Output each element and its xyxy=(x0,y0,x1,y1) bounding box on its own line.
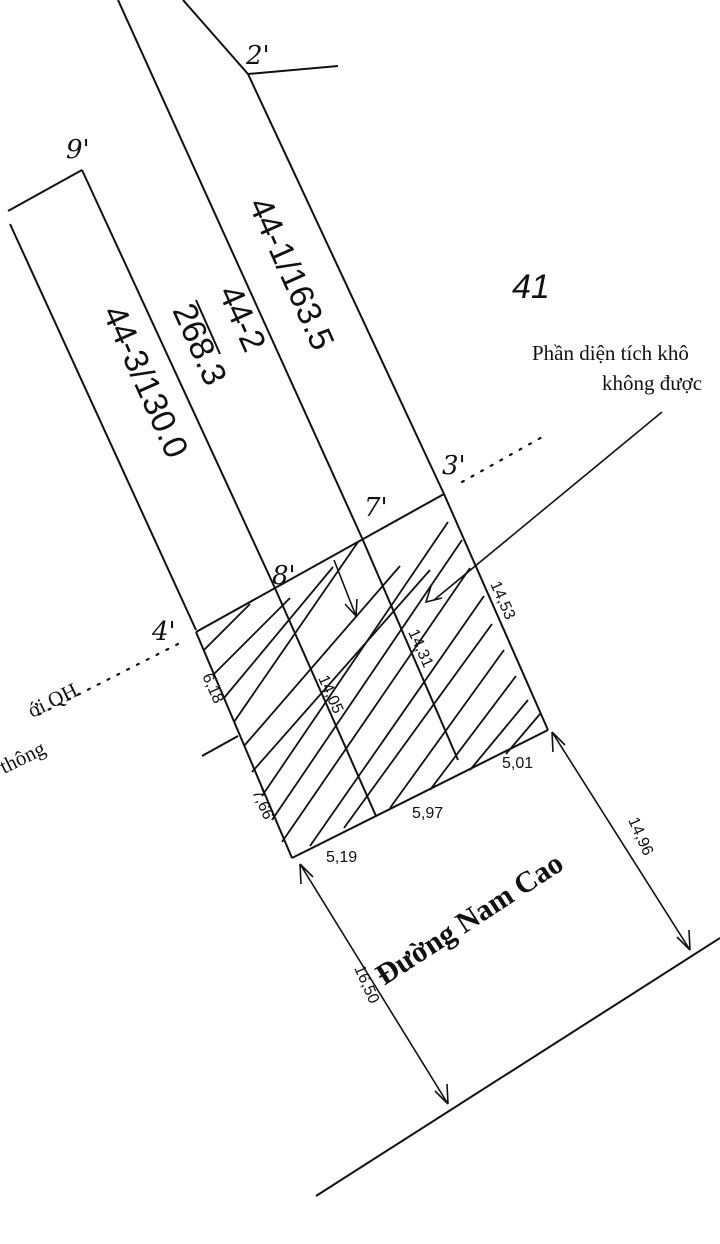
dimension-16-50-line xyxy=(299,863,449,1105)
point-label-4: 4' xyxy=(151,617,176,647)
note-qh-line-2: thông xyxy=(0,736,50,779)
note-leader-line xyxy=(433,411,663,601)
strip-right-edge xyxy=(443,493,549,731)
lot-44-2-44-3-divider xyxy=(81,169,275,587)
point-label-2: 2' xyxy=(245,41,270,71)
note-area-line-1: Phần diện tích khô xyxy=(532,341,689,365)
note-qh-line-1: ới QH xyxy=(24,678,82,723)
boundary-2-tick xyxy=(247,65,339,75)
road-name-label: Đường Nam Cao xyxy=(370,846,569,991)
road-edge-line xyxy=(315,937,720,1197)
strip-bottom-edge xyxy=(291,729,549,859)
dim-label-14-96: 14,96 xyxy=(624,815,656,859)
dim-label-7-66: 7,66 xyxy=(248,787,276,822)
point-label-3: 3' xyxy=(442,451,466,481)
cross-line-3-4 xyxy=(195,493,445,633)
left-outer-tick xyxy=(201,735,239,757)
lot-44-3-top-boundary xyxy=(7,169,83,212)
parcel-label-41: 41 xyxy=(512,268,550,306)
dim-label-6-18: 6,18 xyxy=(198,671,226,706)
lot-44-1-right-boundary xyxy=(247,73,445,495)
arrow-left-icon xyxy=(424,585,443,604)
parcel-44-2-fraction-bar xyxy=(195,299,221,355)
lot-44-3-left-boundary xyxy=(9,223,197,631)
dim-label-5-19: 5,19 xyxy=(326,849,357,866)
lot-44-1-strip-divider xyxy=(361,537,459,761)
point-label-8: 8' xyxy=(272,561,296,591)
note-area-line-2: không được xyxy=(602,371,702,395)
point-label-9: 9' xyxy=(66,135,90,165)
point-label-7: 7' xyxy=(364,493,388,523)
dotted-line-4 xyxy=(34,642,180,718)
dimension-14-96-line xyxy=(551,731,691,951)
dotted-line-3 xyxy=(460,434,546,484)
lot-44-2-strip-divider xyxy=(273,585,377,817)
dim-label-5-01: 5,01 xyxy=(502,755,533,772)
dim-label-5-97: 5,97 xyxy=(412,805,443,822)
arrow-down-icon xyxy=(333,559,358,618)
lot-44-1-left-boundary xyxy=(117,0,363,539)
boundary-top-segment xyxy=(182,0,249,75)
